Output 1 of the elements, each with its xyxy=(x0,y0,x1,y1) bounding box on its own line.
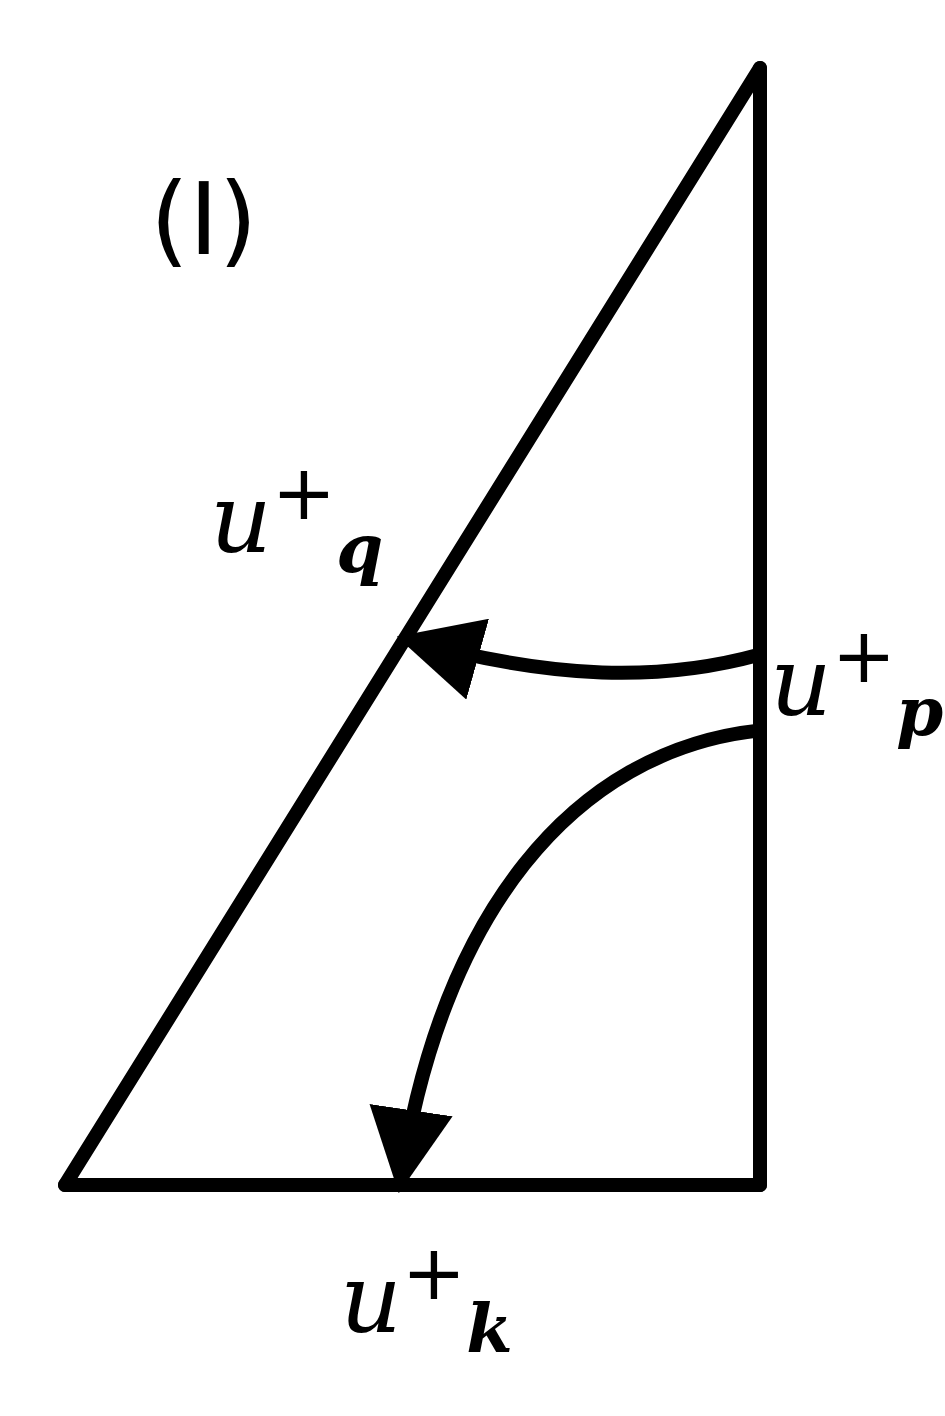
panel-label: (I) xyxy=(150,170,258,270)
